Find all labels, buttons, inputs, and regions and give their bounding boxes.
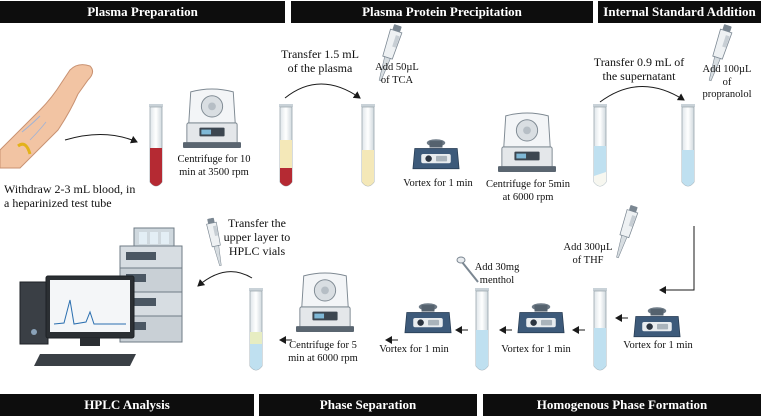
arm-illustration: [0, 64, 94, 169]
label-centrifuge-5b: Centrifuge for 5 min at 6000 rpm: [288, 340, 358, 364]
centrifuge-1: [183, 88, 241, 148]
tube-internal-standard: [680, 104, 696, 187]
header-internal-standard: Internal Standard Addition: [598, 1, 761, 23]
computer-workstation: [19, 275, 136, 366]
label-transfer-upper-layer: Transfer the upper layer to HPLC vials: [223, 216, 291, 258]
label-vortex-4: Vortex for 1 min: [623, 340, 693, 351]
label-vortex-1: Vortex for 1 min: [403, 178, 473, 189]
header-plasma-preparation: Plasma Preparation: [0, 1, 285, 23]
tube-thf: [592, 288, 608, 371]
label-centrifuge-10: Centrifuge for 10 min at 3500 rpm: [177, 154, 251, 178]
menthol-spatula: [456, 256, 479, 283]
label-add-thf: Add 300µL of THF: [563, 242, 613, 266]
vortex-2: [404, 302, 452, 334]
header-homogenous-phase: Homogenous Phase Formation: [483, 394, 761, 416]
header-hplc-analysis: HPLC Analysis: [0, 394, 254, 416]
centrifuge-2: [498, 112, 556, 172]
label-add-propranolol: Add 100µL of propranolol: [702, 64, 752, 100]
label-vortex-2: Vortex for 1 min: [379, 344, 449, 355]
label-add-menthol: Add 30mg menthol: [474, 262, 520, 286]
header-phase-separation: Phase Separation: [259, 394, 477, 416]
tube-phase-separated: [248, 288, 264, 371]
label-vortex-3: Vortex for 1 min: [501, 344, 571, 355]
label-transfer-plasma: Transfer 1.5 mL of the plasma: [281, 47, 359, 75]
vortex-4: [633, 306, 681, 338]
vortex-1: [412, 138, 460, 170]
header-protein-precipitation: Plasma Protein Precipitation: [291, 1, 593, 23]
label-add-tca: Add 50µL of TCA: [375, 62, 419, 86]
tube-plasma: [360, 104, 376, 187]
tube-supernatant: [592, 104, 608, 187]
tube-menthol: [474, 288, 490, 371]
label-withdraw-blood: Withdraw 2-3 mL blood, in a heparinized …: [4, 182, 136, 210]
tube-separated: [278, 104, 294, 187]
tube-blood: [148, 104, 164, 187]
label-centrifuge-5: Centrifuge for 5min at 6000 rpm: [486, 179, 570, 203]
centrifuge-3: [296, 272, 354, 332]
label-transfer-supernatant: Transfer 0.9 mL of the supernatant: [593, 55, 685, 83]
vortex-3: [517, 302, 565, 334]
